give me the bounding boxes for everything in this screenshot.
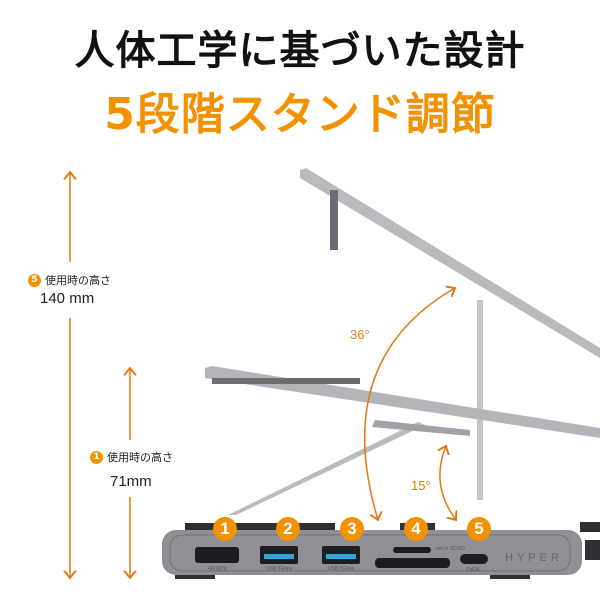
support-leg (477, 300, 483, 500)
port-caption: 4K/30Hz (208, 566, 228, 572)
min-height-label: 1 使用時の高さ (90, 449, 173, 465)
angle-label-36: 36° (350, 327, 370, 342)
port-badge-2: 2 (276, 517, 300, 541)
port-caption: USB 5Gbps (328, 566, 355, 572)
max-height-label: 5 使用時の高さ (28, 272, 111, 288)
port-caption: DATA (467, 567, 480, 573)
microsd-slot (393, 547, 431, 553)
subheadline: 5段階スタンド調節 (104, 89, 496, 140)
min-height-value: 71mm (110, 473, 152, 490)
port-badge-1: 1 (213, 517, 237, 541)
port-caption: micro SD/SD (436, 546, 465, 552)
brand-logo: HYPER (505, 552, 563, 564)
port-badge-3: 3 (340, 517, 364, 541)
port-badge-5: 5 (467, 517, 491, 541)
angle-arc-15 (440, 446, 456, 520)
port-caption: USB 5Gbps (266, 566, 293, 572)
step-badge: 1 (90, 450, 103, 464)
hdmi-port (195, 547, 239, 563)
angle-label-15: 15° (411, 478, 431, 493)
sd-slot (375, 558, 450, 568)
max-height-value: 140 mm (40, 290, 95, 307)
upper-plate (300, 168, 600, 358)
usb-c-port (460, 554, 488, 564)
port-badge-4: 4 (404, 517, 428, 541)
step-badge: 5 (28, 273, 41, 287)
angle-arc-36 (363, 288, 455, 520)
headline: 人体工学に基づいた設計 (74, 28, 526, 74)
